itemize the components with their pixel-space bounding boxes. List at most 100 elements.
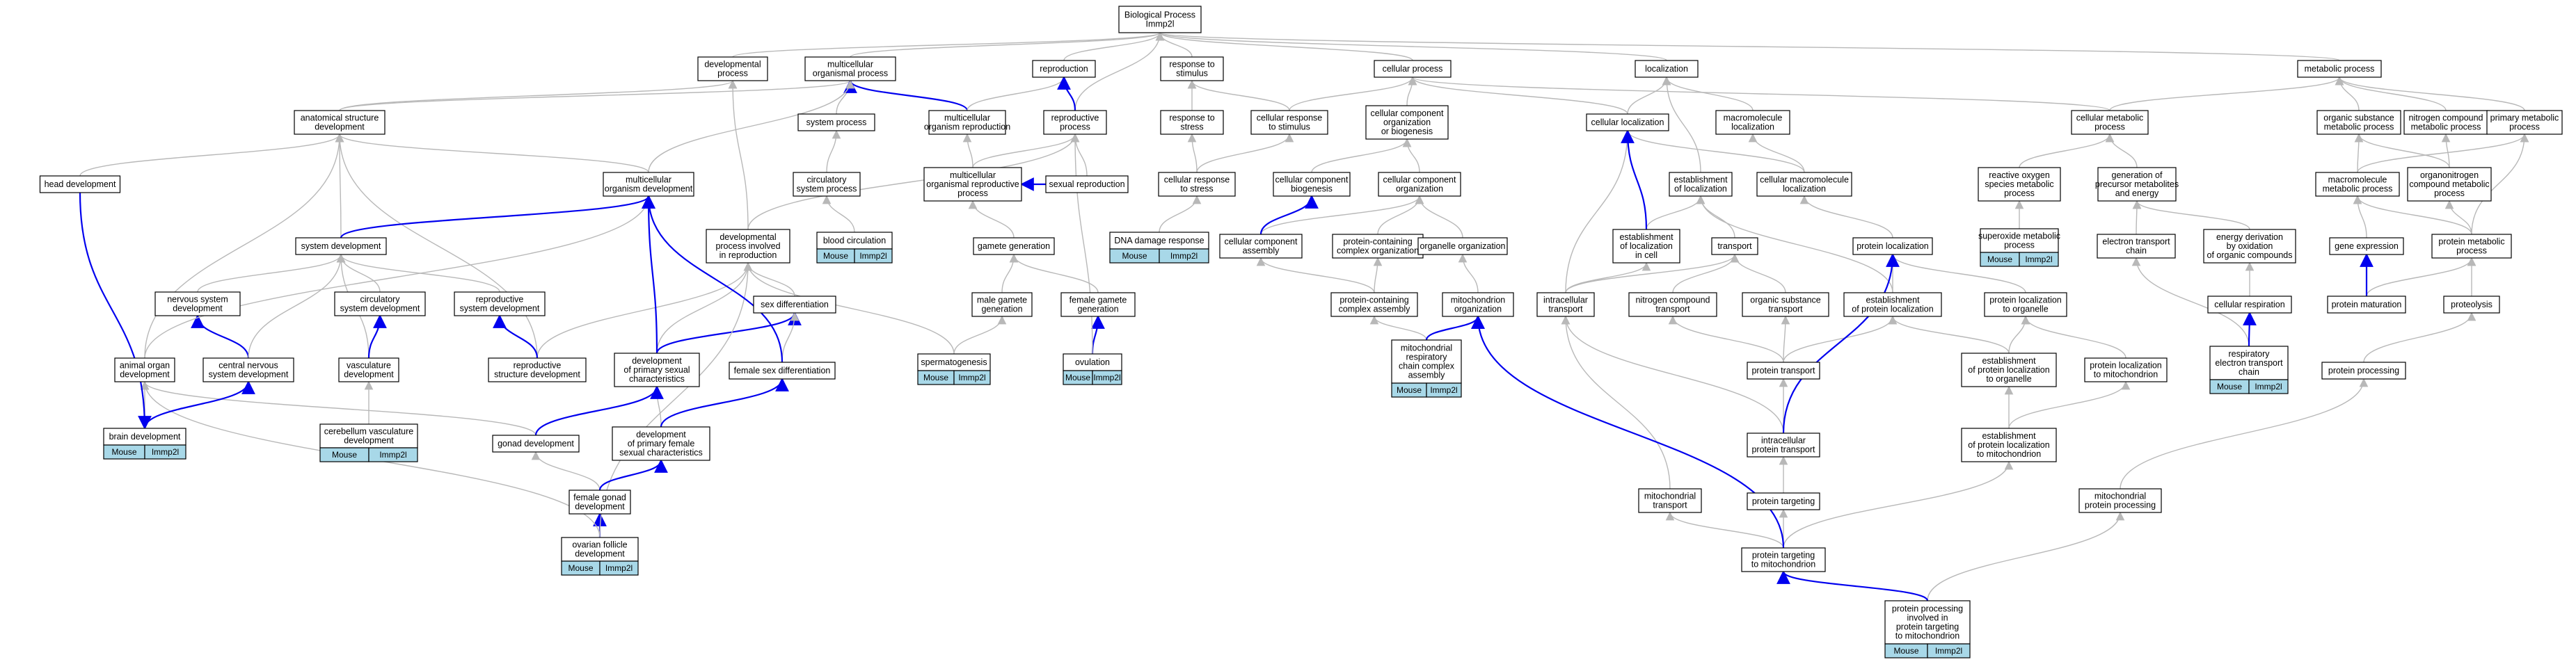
- node-box[interactable]: [973, 237, 1055, 255]
- node-box[interactable]: [154, 291, 241, 316]
- node-box[interactable]: [2316, 110, 2401, 135]
- node-box[interactable]: [2315, 172, 2400, 197]
- node-box[interactable]: [1043, 110, 1107, 135]
- node-box[interactable]: [2297, 60, 2382, 78]
- node-box[interactable]: [492, 435, 580, 453]
- go-term-node-prottrans[interactable]: protein transport: [1747, 362, 1820, 380]
- node-box[interactable]: [1711, 237, 1758, 255]
- node-box[interactable]: [797, 113, 875, 131]
- node-box[interactable]: [1961, 428, 2057, 462]
- node-box[interactable]: [1638, 488, 1702, 513]
- node-box[interactable]: [612, 426, 710, 461]
- node-box[interactable]: [2329, 237, 2404, 255]
- node-box[interactable]: [2431, 234, 2512, 259]
- node-box[interactable]: [1742, 292, 1829, 317]
- node-box[interactable]: [2097, 234, 2176, 259]
- node-box[interactable]: [1250, 110, 1328, 135]
- node-box[interactable]: [319, 423, 418, 448]
- node-box[interactable]: [1160, 110, 1224, 135]
- node-box[interactable]: [2207, 296, 2292, 314]
- node-box[interactable]: [2443, 296, 2500, 314]
- node-box[interactable]: [1391, 339, 1462, 384]
- node-box[interactable]: [1586, 113, 1669, 131]
- go-term-node-sexdiff[interactable]: sex differentiation: [753, 296, 836, 314]
- node-box[interactable]: [2209, 346, 2289, 380]
- node-box[interactable]: [1669, 172, 1733, 197]
- node-box[interactable]: [1984, 292, 2067, 317]
- node-box[interactable]: [561, 537, 639, 562]
- node-box[interactable]: [1060, 292, 1136, 317]
- node-box[interactable]: [697, 56, 768, 81]
- go-term-node-repro[interactable]: reproduction: [1032, 60, 1096, 78]
- go-term-node-orgorg[interactable]: organelle organization: [1417, 237, 1508, 255]
- node-box[interactable]: [928, 110, 1006, 135]
- node-box[interactable]: [1109, 232, 1209, 250]
- node-box[interactable]: [1374, 60, 1452, 78]
- go-term-node-cellresp[interactable]: cellular respiration: [2207, 296, 2292, 314]
- node-box[interactable]: [1332, 234, 1424, 259]
- node-box[interactable]: [1747, 492, 1820, 510]
- node-box[interactable]: [114, 357, 175, 382]
- node-box[interactable]: [1118, 6, 1202, 33]
- node-box[interactable]: [1273, 172, 1351, 197]
- go-term-node-sysdev[interactable]: system development: [295, 237, 387, 255]
- node-box[interactable]: [2203, 229, 2296, 264]
- node-box[interactable]: [753, 296, 836, 314]
- node-box[interactable]: [2078, 488, 2162, 513]
- node-box[interactable]: [917, 353, 991, 371]
- go-term-node-protproc[interactable]: protein processing: [2321, 362, 2406, 380]
- node-box[interactable]: [1032, 60, 1096, 78]
- node-box[interactable]: [39, 175, 121, 193]
- node-box[interactable]: [2403, 110, 2488, 135]
- node-box[interactable]: [1417, 237, 1508, 255]
- node-box[interactable]: [2097, 167, 2177, 202]
- node-box[interactable]: [1158, 172, 1236, 197]
- node-box[interactable]: [793, 172, 861, 197]
- go-term-node-headdev[interactable]: head development: [39, 175, 121, 193]
- node-box[interactable]: [294, 110, 385, 135]
